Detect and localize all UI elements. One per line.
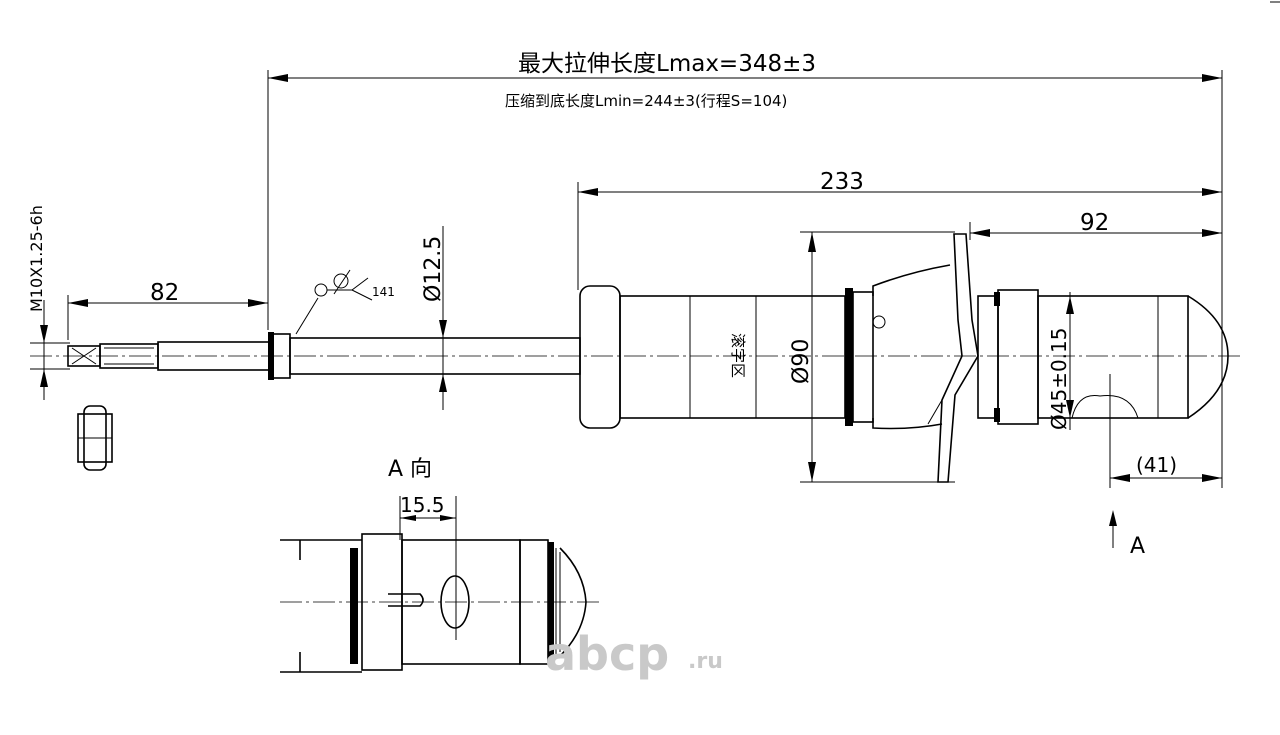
mount-dimension-label: 92 [1080, 210, 1109, 236]
view-arrow-label: A [1130, 534, 1145, 559]
lmin-label: 压缩到底长度Lmin=244±3(行程S=104) [505, 92, 787, 110]
collar-diameter-label: Ø45±0.15 [1047, 328, 1071, 430]
lower-section [977, 289, 1229, 425]
watermark-text: abcp [545, 627, 669, 681]
piston-rod [67, 332, 581, 380]
body-diameter-dimension: Ø90 [789, 231, 955, 483]
spring-seat [927, 233, 979, 483]
roughness-value: 141 [372, 285, 395, 299]
eye-length-dimension: (41) [1109, 374, 1222, 488]
lmax-dimension: 最大拉伸长度Lmax=348±3 压缩到底长度Lmin=244±3(行程S=10… [267, 51, 1223, 488]
view-arrow: A [1109, 510, 1145, 559]
rolling-zone-label: 滚字区 [729, 333, 747, 378]
body-diameter-label: Ø90 [789, 339, 814, 384]
watermark: abcp .ru [545, 627, 723, 681]
body-length-label: 233 [820, 169, 864, 195]
detail-view-title: A 向 [388, 457, 432, 482]
rod-diameter-label: Ø12.5 [421, 236, 446, 302]
lmax-label: 最大拉伸长度Lmax=348±3 [518, 51, 816, 77]
mount-dimension: 92 [969, 210, 1222, 240]
cylinder-body: 滚字区 [579, 264, 951, 430]
roughness-symbol: 141 [295, 269, 395, 335]
thread-dimension: 82 M10X1.25-6h [27, 205, 268, 400]
detail-view-a: A 向 15.5 [280, 457, 600, 673]
thread-spec-label: M10X1.25-6h [27, 205, 46, 312]
eye-length-label: (41) [1136, 453, 1177, 477]
rod-diameter-dimension: Ø12.5 [421, 226, 447, 410]
detail-width-label: 15.5 [400, 493, 445, 517]
watermark-suffix: .ru [688, 649, 723, 674]
body-length-dimension: 233 [577, 169, 1222, 290]
rod-thread-length-label: 82 [150, 280, 179, 306]
collar-diameter-dimension: Ø45±0.15 [1047, 292, 1074, 430]
nut [77, 405, 113, 471]
